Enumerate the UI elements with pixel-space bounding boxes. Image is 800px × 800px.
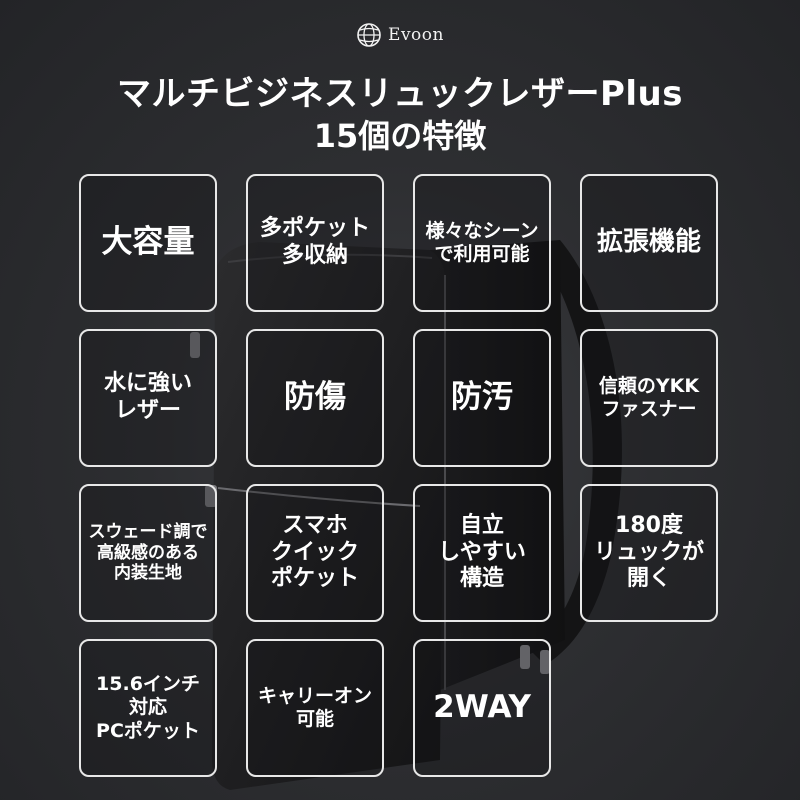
feature-label: 15.6インチ 対応 PCポケット [96,673,200,742]
feature-label: 大容量 [101,224,195,261]
feature-label: 180度 リュックが 開く [593,512,704,592]
feature-card: スウェード調で 高級感のある 内装生地 [79,484,217,622]
feature-card: 信頼のYKK ファスナー [580,329,718,467]
feature-card: 防傷 [246,329,384,467]
feature-label: 防傷 [284,379,346,416]
feature-label: 信頼のYKK ファスナー [598,374,700,420]
feature-card: 拡張機能 [580,174,718,312]
feature-card: 多ポケット 多収納 [246,174,384,312]
feature-card: 180度 リュックが 開く [580,484,718,622]
feature-card: 様々なシーン で利用可能 [413,174,551,312]
feature-label: 拡張機能 [596,227,701,258]
feature-grid: 大容量 多ポケット 多収納 様々なシーン で利用可能 拡張機能 水に強い レザー… [79,174,718,777]
feature-card: 2WAY [413,639,551,777]
feature-label: スマホ クイック ポケット [270,512,359,592]
feature-label: 様々なシーン で利用可能 [425,219,539,265]
feature-card: 自立 しやすい 構造 [413,484,551,622]
feature-card: スマホ クイック ポケット [246,484,384,622]
feature-label: 防汚 [451,379,513,416]
feature-card: 水に強い レザー [79,329,217,467]
feature-card: 大容量 [79,174,217,312]
feature-label: 自立 しやすい 構造 [438,512,526,592]
globe-icon [357,23,381,47]
feature-card: 15.6インチ 対応 PCポケット [79,639,217,777]
feature-label: 水に強い レザー [103,371,192,423]
feature-label: 2WAY [433,689,531,726]
feature-label: スウェード調で 高級感のある 内装生地 [88,521,208,584]
feature-card: キャリーオン 可能 [246,639,384,777]
page-subtitle: 15個の特徴 [313,117,487,155]
feature-label: キャリーオン 可能 [257,684,372,730]
brand-logo: Evoon [0,22,800,48]
page-title: マルチビジネスリュックレザーPlus [116,74,683,114]
brand-name: Evoon [388,25,444,45]
feature-label: 多ポケット 多収納 [259,216,370,268]
feature-card: 防汚 [413,329,551,467]
